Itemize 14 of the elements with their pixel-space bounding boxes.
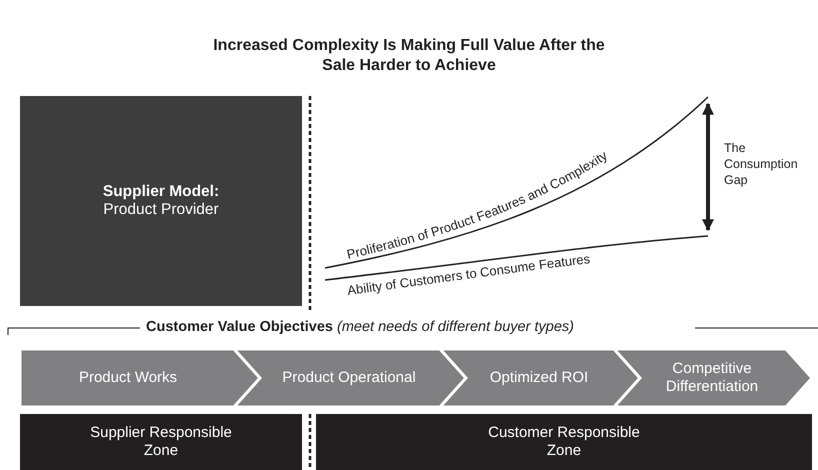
box-text: Customer Responsible Zone	[487, 424, 641, 460]
step-label: Optimized ROI	[490, 369, 588, 387]
gap-label: The Consumption Gap	[724, 140, 799, 188]
step-label: Product Works	[78, 369, 178, 387]
section-heading: Customer Value Objectives (meet needs of different buyer types)	[146, 319, 574, 335]
model-box	[20, 96, 302, 306]
zone-box	[316, 414, 812, 470]
step-label: Competitive Differentiation	[664, 360, 760, 396]
box-text: Product Provider	[103, 201, 219, 219]
box-text: Supplier Responsible Zone	[89, 424, 233, 460]
step-label: Product Operational	[282, 369, 416, 387]
zone-box	[20, 414, 302, 470]
title: Increased Complexity Is Making Full Value After the Sale Harder to Achieve	[212, 36, 606, 76]
box-heading: Supplier Model:	[102, 183, 220, 201]
